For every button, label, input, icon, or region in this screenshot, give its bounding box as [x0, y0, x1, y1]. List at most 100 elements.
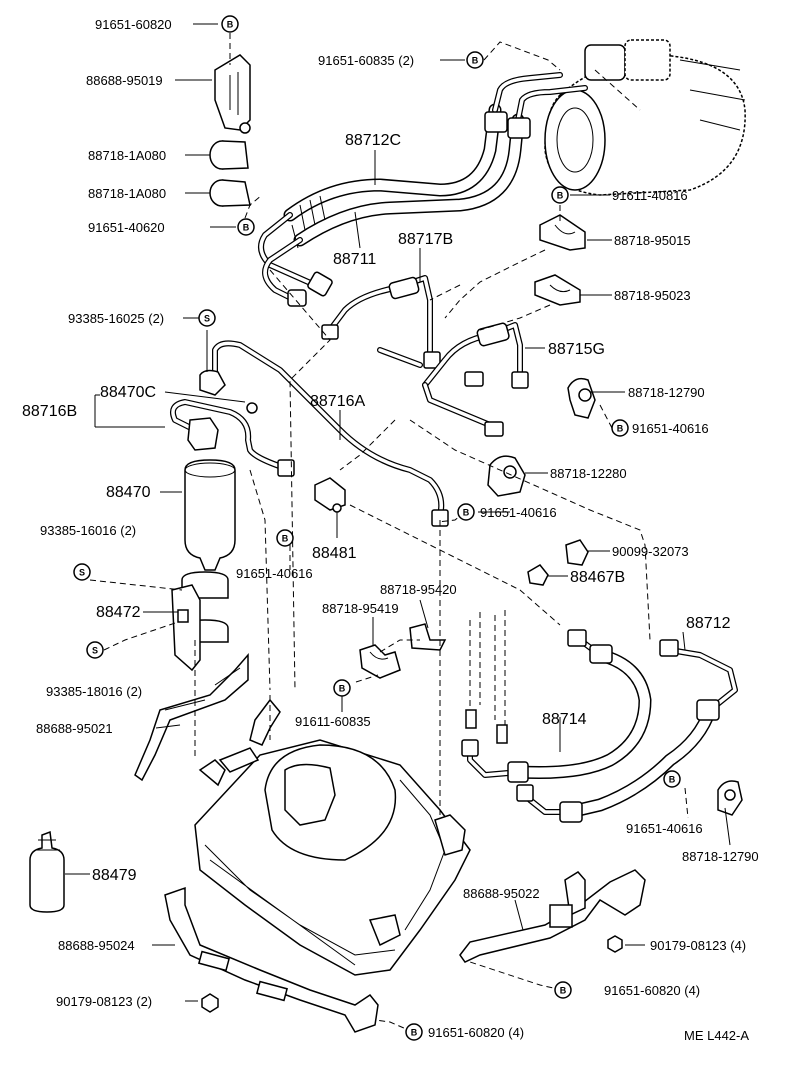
- label-91611-60835: 91611-60835: [295, 714, 371, 729]
- svg-text:B: B: [617, 424, 624, 434]
- b-symbol: B: [405, 1023, 423, 1041]
- label-88718-1A080-b: 88718-1A080: [88, 186, 166, 201]
- label-88472: 88472: [96, 604, 141, 621]
- label-88467b: 88467B: [570, 569, 625, 586]
- clamp-88718-95023: [534, 274, 581, 306]
- label-91651-60820: 91651-60820: [95, 17, 172, 32]
- s-symbol: S: [73, 563, 91, 581]
- b-symbol: B: [457, 503, 475, 521]
- clip-88718-95419: [359, 644, 401, 679]
- pipe-88715g: [422, 322, 529, 437]
- pipe-88716b: [170, 399, 295, 477]
- cap-90099-32073: [565, 539, 589, 566]
- svg-text:B: B: [557, 191, 564, 201]
- label-91651-40616-b: 91651-40616: [480, 505, 557, 520]
- b-symbol: B: [554, 981, 572, 999]
- label-88714: 88714: [542, 711, 587, 728]
- label-88718-95023: 88718-95023: [614, 288, 691, 303]
- label-88718-12280: 88718-12280: [550, 466, 627, 481]
- label-88716a: 88716A: [310, 393, 365, 410]
- label-88718-12790-b: 88718-12790: [682, 849, 759, 864]
- b-symbol: B: [551, 186, 569, 204]
- nut-90179-08123-right: [607, 935, 623, 953]
- label-88717b: 88717B: [398, 231, 453, 248]
- b-symbol: B: [466, 51, 484, 69]
- bracket-88688-95024: [164, 886, 379, 1033]
- pipe-88717b: [321, 275, 441, 369]
- clamp-88718-12280: [487, 455, 526, 497]
- hose-88712: [516, 639, 738, 823]
- bracket-88688-95021: [134, 652, 249, 782]
- clamp-88718-1A080-upper: [209, 140, 249, 170]
- label-90179-08123-2: 90179-08123 (2): [56, 994, 152, 1009]
- b-symbol: B: [611, 419, 629, 437]
- label-91651-40620: 91651-40620: [88, 220, 165, 235]
- svg-text:S: S: [204, 314, 210, 324]
- label-90179-08123-4: 90179-08123 (4): [650, 938, 746, 953]
- b-symbol: B: [663, 770, 681, 788]
- label-91651-40616-d: 91651-40616: [626, 821, 703, 836]
- label-93385-16025: 93385-16025 (2): [68, 311, 164, 326]
- label-91651-40616-a: 91651-40616: [632, 421, 709, 436]
- s-symbol: S: [198, 309, 216, 327]
- svg-text:B: B: [227, 20, 234, 30]
- label-91651-60835: 91651-60835 (2): [318, 53, 414, 68]
- label-88715g: 88715G: [548, 341, 605, 358]
- bracket-88688-95022: [459, 869, 646, 963]
- svg-text:S: S: [92, 646, 98, 656]
- label-88470: 88470: [106, 484, 151, 501]
- label-91651-60820-4-b: 91651-60820 (4): [428, 1025, 524, 1040]
- receiver-dryer-88470: [184, 459, 236, 571]
- label-88712c: 88712C: [345, 132, 401, 149]
- svg-text:B: B: [339, 684, 346, 694]
- hose-88714: [461, 610, 652, 783]
- b-symbol: B: [221, 15, 239, 33]
- clamp-88718-12790-lower: [717, 780, 743, 816]
- nut-90179-08123-left: [201, 993, 219, 1013]
- label-88688-95022: 88688-95022: [463, 886, 540, 901]
- clamp-88718-1A080-lower: [209, 179, 251, 207]
- part-labels: 91651-60820 88688-95019 88718-1A080 8871…: [22, 17, 759, 1043]
- svg-text:B: B: [243, 223, 250, 233]
- label-88711: 88711: [333, 251, 376, 268]
- label-88716b: 88716B: [22, 403, 77, 420]
- label-88718-95419: 88718-95419: [322, 601, 399, 616]
- pipe-88716a: [199, 340, 449, 527]
- svg-text:S: S: [79, 568, 85, 578]
- valve-88467b: [527, 564, 549, 586]
- evaporator-unit: [194, 698, 471, 976]
- svg-text:B: B: [669, 775, 676, 785]
- label-88688-95021: 88688-95021: [36, 721, 113, 736]
- bracket-88688-95019: [214, 54, 251, 134]
- s-symbol: S: [86, 641, 104, 659]
- sealant-88479: [29, 830, 65, 913]
- symbols: B B B B S B B B S S B B B B: [73, 15, 681, 1041]
- bracket-88472: [171, 571, 229, 672]
- svg-text:B: B: [282, 534, 289, 544]
- label-90099-32073: 90099-32073: [612, 544, 689, 559]
- label-88481: 88481: [312, 545, 357, 562]
- label-88470c: 88470C: [100, 384, 156, 401]
- svg-text:B: B: [463, 508, 470, 518]
- hose-88712c: [258, 72, 588, 307]
- diagram-code: ME L442-A: [684, 1028, 749, 1043]
- label-88688-95019: 88688-95019: [86, 73, 163, 88]
- label-88688-95024: 88688-95024: [58, 938, 135, 953]
- label-91611-40816: 91611-40816: [612, 188, 688, 203]
- label-88712: 88712: [686, 615, 731, 632]
- b-symbol: B: [276, 529, 294, 547]
- b-symbol: B: [237, 218, 255, 236]
- switch-88481: [314, 477, 346, 513]
- leader-lines: [65, 23, 731, 1033]
- label-93385-18016: 93385-18016 (2): [46, 684, 142, 699]
- clamp-88718-12790-upper: [567, 377, 596, 419]
- label-88479: 88479: [92, 867, 137, 884]
- label-88718-1A080-a: 88718-1A080: [88, 148, 166, 163]
- clamp-88718-95015: [539, 214, 586, 251]
- svg-text:B: B: [560, 986, 567, 996]
- svg-text:B: B: [472, 56, 479, 66]
- svg-text:B: B: [411, 1028, 418, 1038]
- label-93385-16016: 93385-16016 (2): [40, 523, 136, 538]
- label-88718-95015: 88718-95015: [614, 233, 691, 248]
